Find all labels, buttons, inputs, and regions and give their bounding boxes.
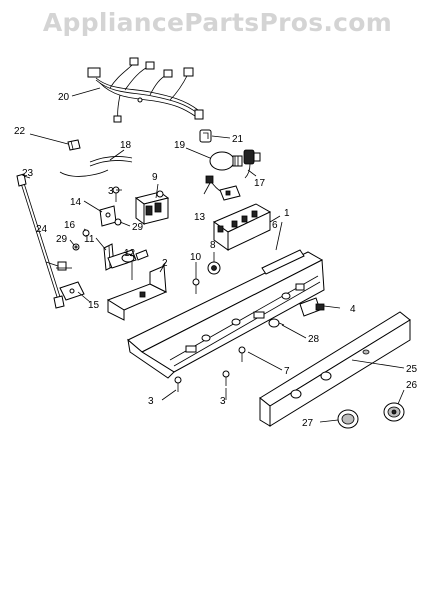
part-14-bracket[interactable] [99,205,117,227]
callout-3-upper: 3 [108,186,114,197]
part-3-screw-lower-right[interactable] [222,370,230,386]
part-21-clip[interactable] [199,129,212,143]
callout-22: 22 [14,126,26,137]
part-24-spring[interactable] [56,261,72,271]
part-10-screw[interactable] [192,278,200,294]
callout-2: 2 [162,258,168,269]
part-13-switch[interactable] [205,175,241,201]
callout-26: 26 [406,380,418,391]
callout-15: 15 [88,300,100,311]
callout-12: 12 [124,248,136,259]
callout-20: 20 [58,92,70,103]
callout-13: 13 [194,212,206,223]
part-15-bracket[interactable] [59,281,85,301]
callout-3-lower-left: 3 [148,396,154,407]
part-29-washer[interactable] [72,243,80,251]
part-4-switch[interactable] [299,297,325,317]
part-7-screw[interactable] [238,346,246,362]
callout-16: 16 [64,220,76,231]
part-12-knob-assembly[interactable] [107,249,149,280]
callout-9: 9 [152,172,158,183]
watermark-logo: AppliancePartsPros.com [42,8,393,37]
part-25-control-panel[interactable] [259,311,411,427]
callout-labels: 20 22 18 21 19 17 13 1 6 9 3 14 29 16 29… [14,92,418,429]
part-20-wire-harness[interactable] [87,57,204,123]
part-18-tube[interactable] [59,155,133,177]
callout-27: 27 [302,418,314,429]
callout-6: 6 [272,220,278,231]
callout-21: 21 [232,134,244,145]
callout-24: 24 [36,224,48,235]
part-9-thermostat[interactable] [134,190,170,225]
callout-11: 11 [84,234,95,245]
callout-1: 1 [284,208,290,219]
callout-3-lower-right: 3 [220,396,226,407]
callout-4: 4 [350,304,356,315]
part-28-plug[interactable] [268,318,285,328]
part-1-control-housing[interactable] [127,249,325,379]
callout-7: 7 [284,366,290,377]
part-6-control-switch[interactable] [212,203,272,251]
leader-lines [23,87,405,423]
callout-29: 29 [56,234,68,245]
part-8-grommet[interactable] [207,261,221,275]
part-22-clip[interactable] [67,139,81,151]
callout-10: 10 [190,252,202,263]
callout-25: 25 [406,364,418,375]
callout-29-upper: 29 [132,222,144,233]
part-23-rod[interactable] [16,173,65,309]
part-19-light-bulb[interactable] [209,151,243,171]
callout-23: 23 [22,168,34,179]
callout-19: 19 [174,140,186,151]
callout-17: 17 [254,178,266,189]
part-26-knob[interactable] [383,402,405,422]
callout-18: 18 [120,140,132,151]
callout-8: 8 [210,240,216,251]
part-17-lamp-socket[interactable] [243,149,261,179]
part-3-screw-upper[interactable] [112,186,120,202]
part-3-screw-lower-left[interactable] [174,376,182,392]
part-2-mounting-bracket[interactable] [106,265,168,321]
callout-14: 14 [70,197,82,208]
part-27-knob[interactable] [337,409,359,429]
callout-28: 28 [308,334,320,345]
